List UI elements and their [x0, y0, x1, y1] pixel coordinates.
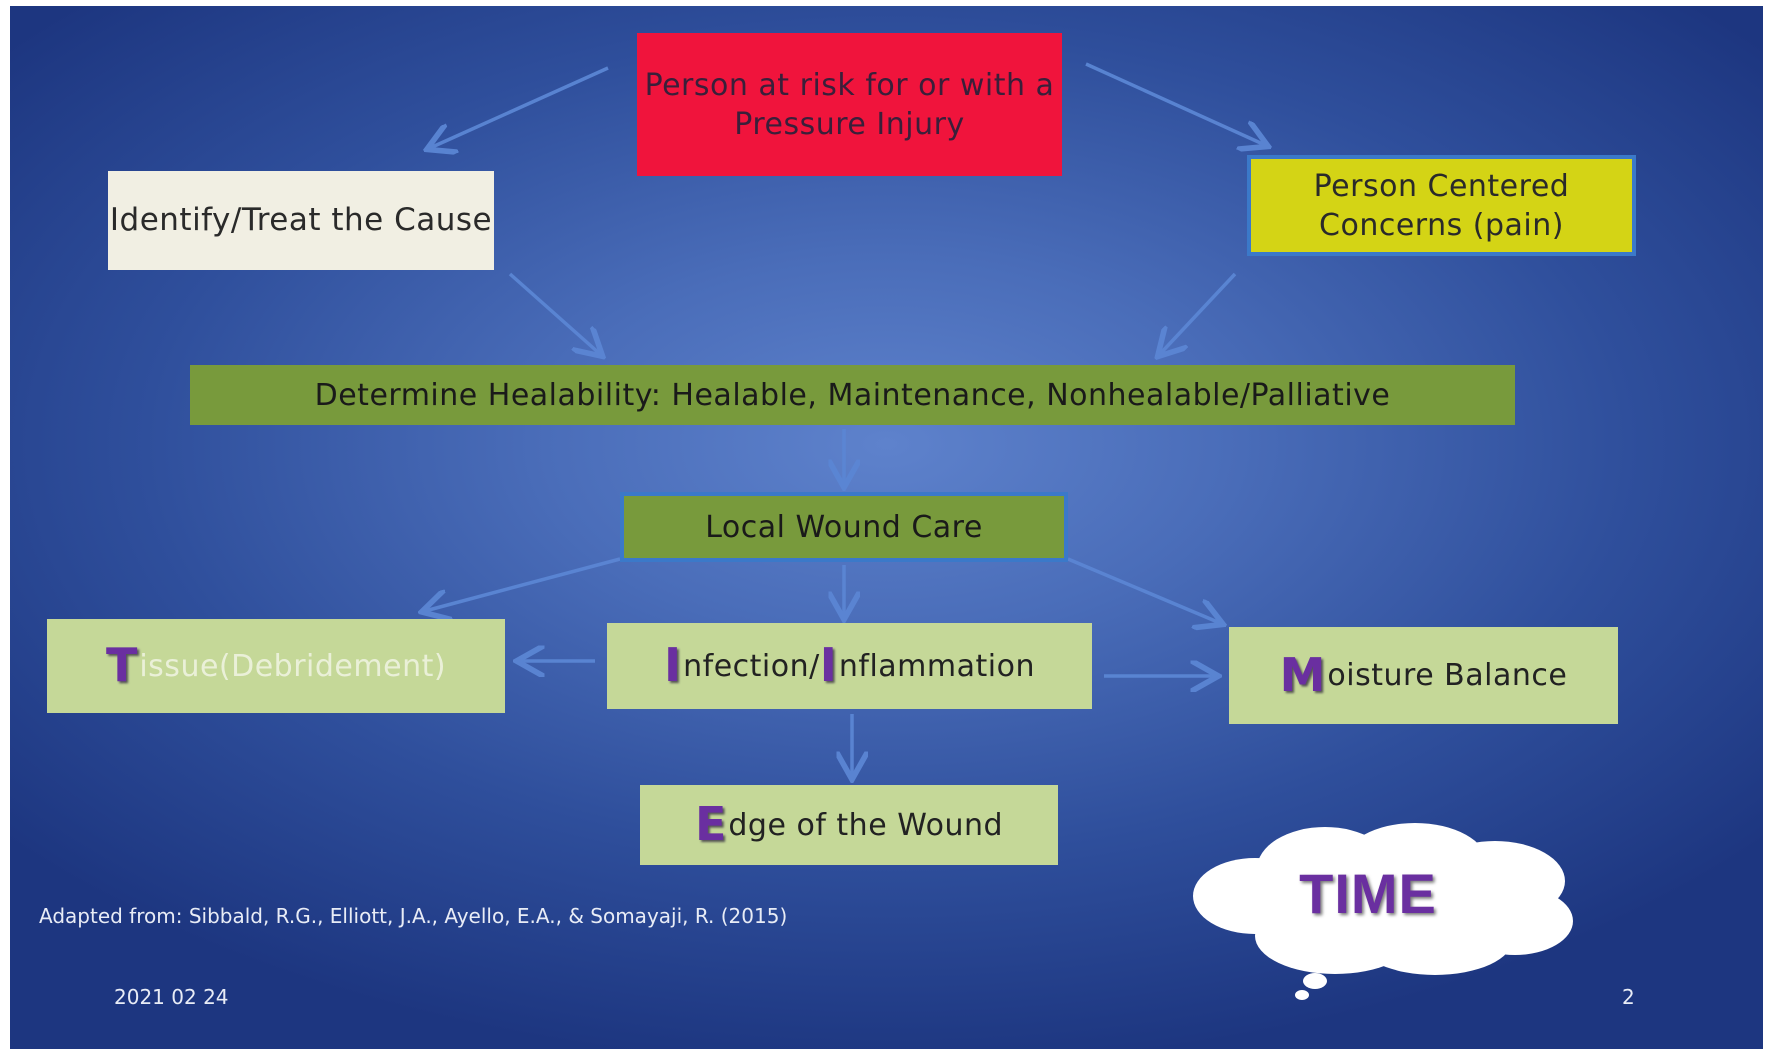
thought-cloud-icon	[1193, 823, 1573, 1000]
node-label: Determine Healability: Healable, Mainten…	[314, 377, 1391, 413]
cloud-label: TIME	[1299, 862, 1437, 925]
node-initial: E	[694, 797, 727, 852]
node-initial: M	[1279, 647, 1326, 702]
arrow-local-to-moisture	[1067, 557, 1220, 623]
arrow-person-to-healability	[1160, 272, 1237, 354]
node-label: Identify/Treat the Cause	[109, 202, 493, 239]
node-label: dge of the Wound	[728, 807, 1004, 843]
slide: Person at risk for or with a Pressure In…	[10, 6, 1763, 1049]
node-initial: T	[105, 638, 138, 693]
arrow-risk-to-identify	[430, 66, 609, 148]
node-label: Local Wound Care	[705, 509, 983, 545]
node-label: nfection/	[683, 648, 820, 684]
node-identify-treat-cause: Identify/Treat the Cause	[108, 171, 494, 270]
node-initial: I	[819, 638, 837, 693]
node-initial: I	[664, 638, 682, 693]
node-label: nflammation	[838, 648, 1035, 684]
arrow-identify-to-healability	[508, 272, 600, 354]
node-label: oisture Balance	[1327, 658, 1568, 693]
connector-arrows	[10, 62, 1763, 1049]
footer-date: 2021 02 24	[114, 985, 229, 1009]
node-label: Person Centered Concerns (pain)	[1313, 168, 1570, 243]
page-number: 2	[1622, 985, 1635, 1009]
arrow-risk-to-person	[1085, 62, 1265, 145]
arrow-local-to-tissue	[425, 557, 621, 611]
node-determine-healability: Determine Healability: Healable, Mainten…	[190, 365, 1515, 425]
node-local-wound-care: Local Wound Care	[620, 492, 1068, 562]
citation-text: Adapted from: Sibbald, R.G., Elliott, J.…	[39, 904, 788, 928]
node-person-at-risk: Person at risk for or with a Pressure In…	[637, 33, 1062, 176]
node-person-centered-concerns: Person Centered Concerns (pain)	[1247, 155, 1636, 256]
node-label: issue(Debridement)	[139, 648, 447, 684]
node-label: Person at risk for or with a Pressure In…	[644, 67, 1055, 142]
